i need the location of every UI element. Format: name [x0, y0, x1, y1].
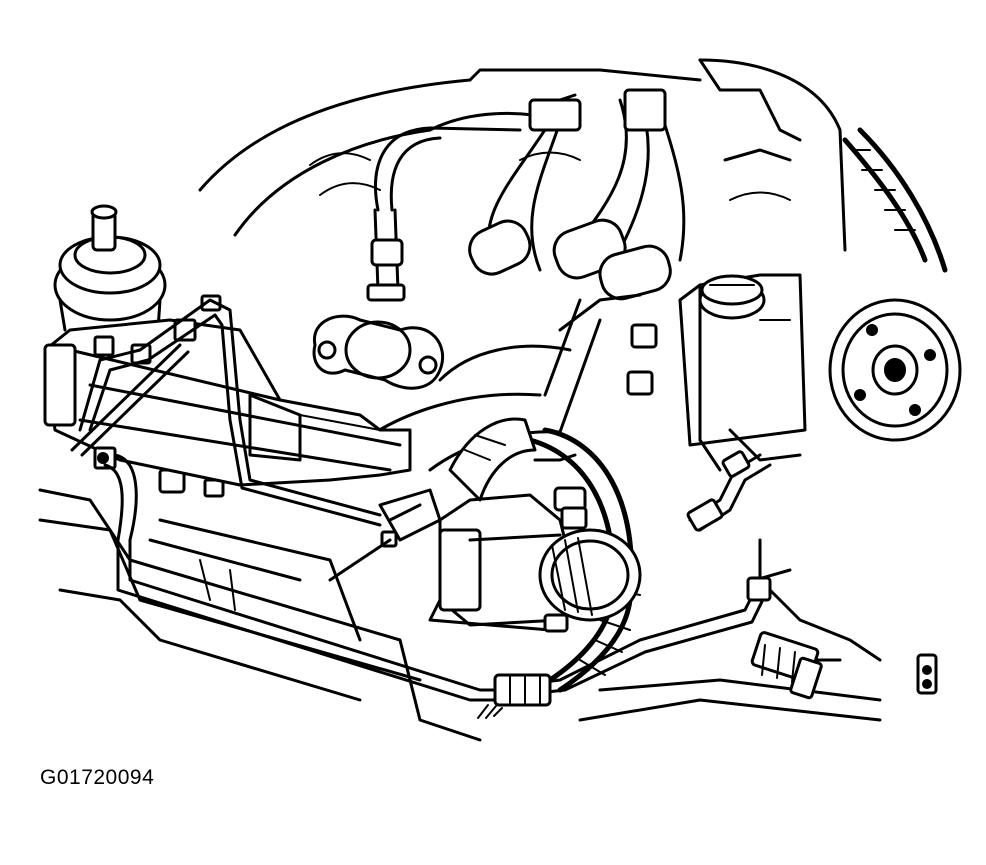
bolt	[158, 323, 658, 498]
reservoir-cap	[698, 274, 766, 320]
compressor-lines	[428, 453, 577, 633]
steering-gear-lines	[70, 298, 382, 527]
oxygen-sensor	[366, 208, 406, 302]
hose-crimp-fitting	[493, 673, 552, 707]
power-steering-line-routing-diagram	[38, 58, 962, 742]
spark-plug-boot	[468, 218, 672, 301]
callout-marks	[477, 704, 503, 719]
pump-pulley	[828, 298, 962, 442]
exhaust-flange-gasket	[312, 314, 445, 390]
compressor-hose-fitting	[448, 417, 588, 530]
power-steering-reservoir	[678, 273, 807, 447]
engine-block-outline	[198, 58, 847, 252]
line-clip	[916, 653, 938, 695]
return-hose-fitting	[750, 588, 882, 700]
drive-belt	[842, 127, 948, 273]
line-fitting	[93, 294, 222, 470]
mounting-bracket	[328, 488, 442, 582]
return-line	[686, 450, 842, 662]
compressor-clutch	[538, 528, 642, 622]
spark-plug-wires	[374, 88, 686, 272]
pump-bracket	[698, 428, 802, 472]
figure-id-label: G01720094	[40, 766, 155, 789]
steering-gear-valve-housing	[53, 204, 167, 332]
pressure-line	[103, 453, 512, 702]
